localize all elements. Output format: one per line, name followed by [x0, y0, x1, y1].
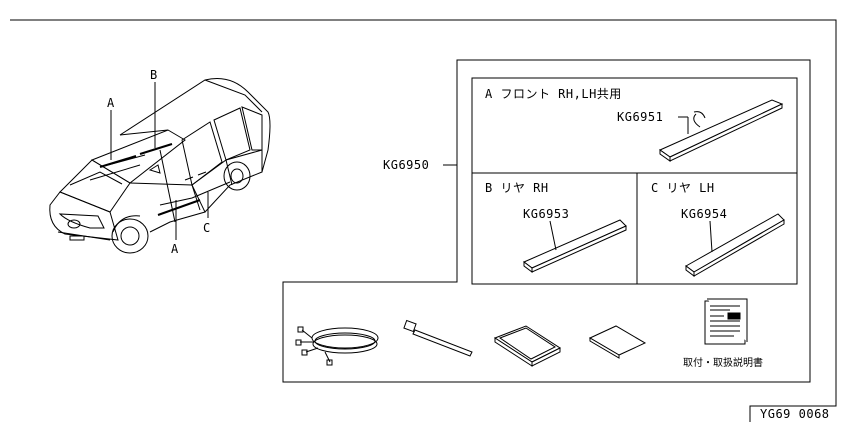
- kit-part-number: KG6950: [383, 158, 430, 172]
- outer-frame: [10, 19, 837, 422]
- kit-group-border: [282, 59, 811, 383]
- callout-a-hood: A: [107, 96, 115, 110]
- cleaning-cloth-icon: [588, 325, 647, 359]
- strip-rear-lh-kg6954: [685, 213, 785, 277]
- cleaning-pad-icon: [493, 325, 562, 367]
- rear-rh-panel-title: B リヤ RH: [485, 181, 549, 195]
- rear-lh-panel-title: C リヤ LH: [651, 181, 715, 195]
- manual-label: 取付・取扱説明書: [683, 358, 763, 369]
- callout-b-roof: B: [150, 68, 158, 82]
- strip-rear-rh-kg6953: [523, 219, 627, 273]
- front-part-number: KG6951: [617, 110, 664, 124]
- callout-a-sill: A: [171, 242, 179, 256]
- callout-c-door: C: [203, 221, 211, 235]
- cable-tie-icon: [403, 319, 473, 357]
- parts-panel: [471, 77, 798, 285]
- manual-booklet-icon: [704, 298, 748, 345]
- rear-rh-part-number: KG6953: [523, 207, 570, 221]
- rear-lh-part-number: KG6954: [681, 207, 728, 221]
- figure-code: YG69 0068: [760, 407, 830, 421]
- strip-front-kg6951: [658, 99, 784, 162]
- wire-harness-icon: [295, 326, 379, 366]
- minivan-illustration: [49, 78, 271, 254]
- front-panel-title: A フロント RH,LH共用: [485, 87, 622, 101]
